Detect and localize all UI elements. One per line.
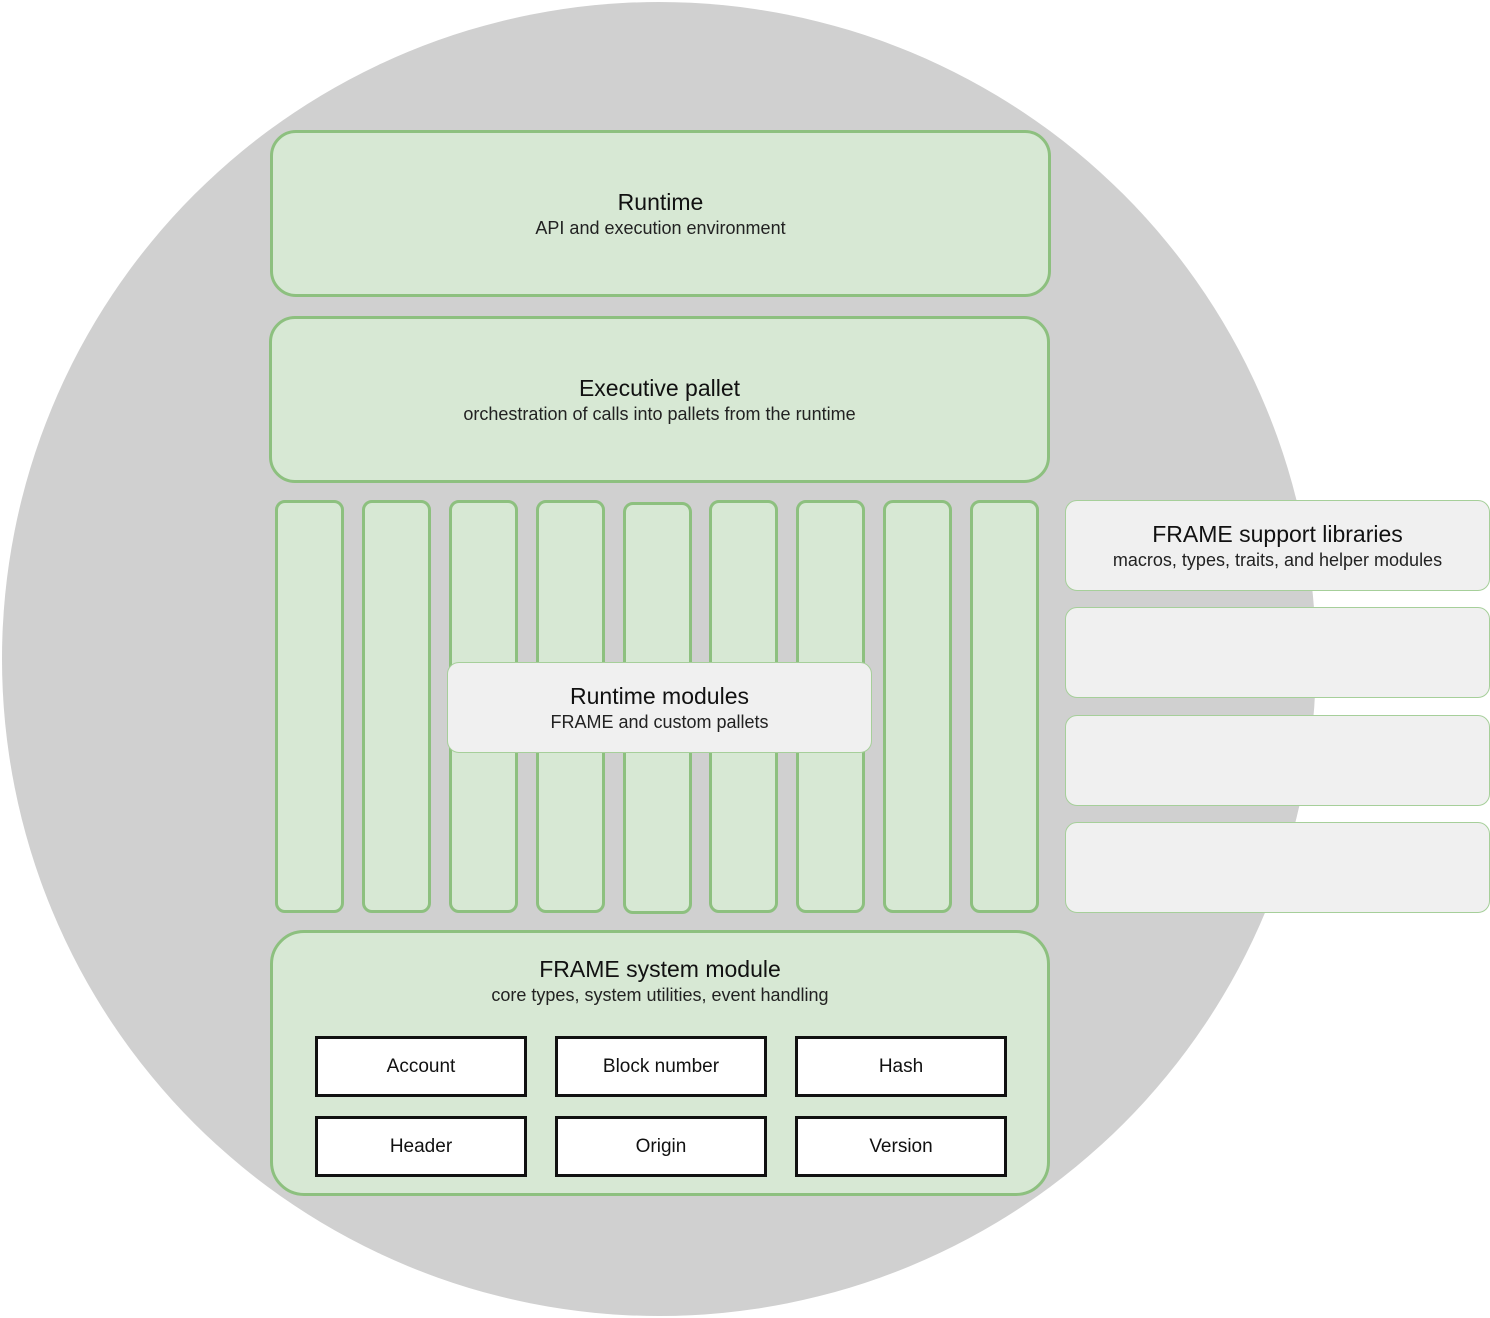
runtime-title: Runtime (617, 188, 704, 215)
pallet-column (362, 500, 431, 913)
frame-system-subtitle: core types, system utilities, event hand… (491, 985, 829, 1005)
runtime-box: Runtime API and execution environment (270, 130, 1051, 297)
executive-pallet-box: Executive pallet orchestration of calls … (269, 316, 1050, 483)
support-libraries-subtitle: macros, types, traits, and helper module… (1112, 549, 1443, 570)
support-library-slot (1065, 715, 1490, 806)
support-libraries-title: FRAME support libraries (1152, 520, 1403, 547)
type-account: Account (315, 1036, 527, 1097)
pallet-column (970, 500, 1039, 913)
runtime-modules-title: Runtime modules (570, 682, 749, 709)
type-version: Version (795, 1116, 1007, 1177)
executive-pallet-subtitle: orchestration of calls into pallets from… (463, 403, 856, 424)
runtime-modules-box: Runtime modules FRAME and custom pallets (447, 662, 872, 753)
frame-system-header: FRAME system module core types, system u… (273, 955, 1047, 1007)
type-hash: Hash (795, 1036, 1007, 1097)
pallet-column (883, 500, 952, 913)
support-library-slot (1065, 822, 1490, 913)
type-header: Header (315, 1116, 527, 1177)
type-origin: Origin (555, 1116, 767, 1177)
support-libraries-box: FRAME support libraries macros, types, t… (1065, 500, 1490, 591)
runtime-modules-subtitle: FRAME and custom pallets (550, 711, 769, 732)
frame-system-title: FRAME system module (539, 956, 781, 982)
support-library-slot (1065, 607, 1490, 698)
pallet-column (275, 500, 344, 913)
executive-pallet-title: Executive pallet (578, 374, 741, 401)
runtime-subtitle: API and execution environment (535, 217, 786, 238)
frame-system-box: FRAME system module core types, system u… (270, 930, 1050, 1196)
type-block-number: Block number (555, 1036, 767, 1097)
